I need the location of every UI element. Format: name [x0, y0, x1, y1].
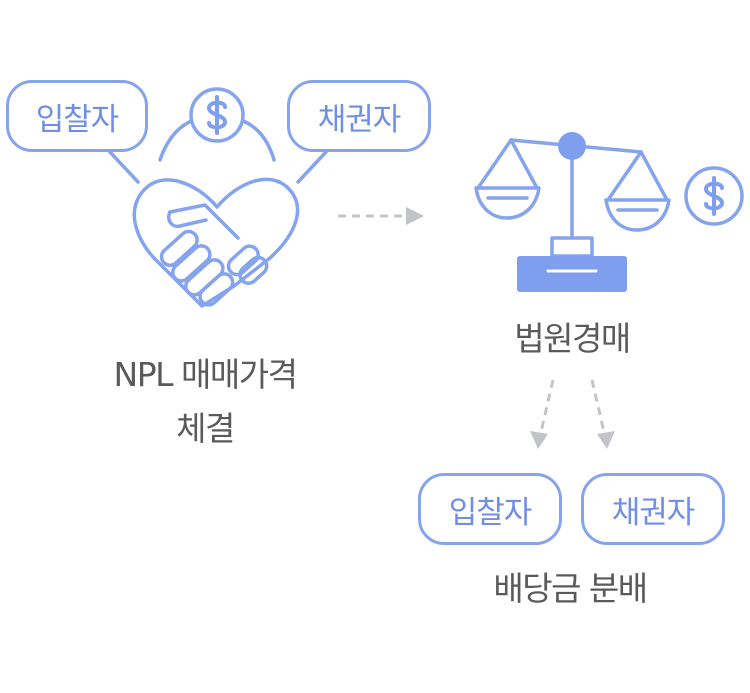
deal-caption-line1: NPL 매매가격 [113, 355, 298, 394]
creditor-pill: 채권자 [287, 80, 431, 152]
bidder-pill: 입찰자 [6, 80, 148, 152]
dollar-coin-icon [189, 87, 245, 143]
distribution-creditor-pill: 채권자 [581, 473, 725, 545]
distribution-caption: 배당금 분배 [493, 569, 648, 608]
scale-pivot [558, 132, 586, 160]
creditor-connector [296, 150, 328, 184]
arrow-right-icon [338, 207, 424, 225]
deal-caption: NPL 매매가격 체결 [70, 348, 340, 450]
arrow-down-icon [590, 379, 615, 449]
deal-caption-line2: 체결 [176, 409, 235, 448]
arrow-down-icon [530, 379, 555, 449]
bidder-connector [108, 150, 140, 184]
handshake-icon [132, 177, 300, 308]
gavel-base-icon [517, 256, 627, 292]
auction-caption: 법원경매 [514, 319, 631, 358]
distribution-bidder-pill: 입찰자 [418, 473, 562, 545]
dollar-coin-icon [684, 166, 744, 226]
